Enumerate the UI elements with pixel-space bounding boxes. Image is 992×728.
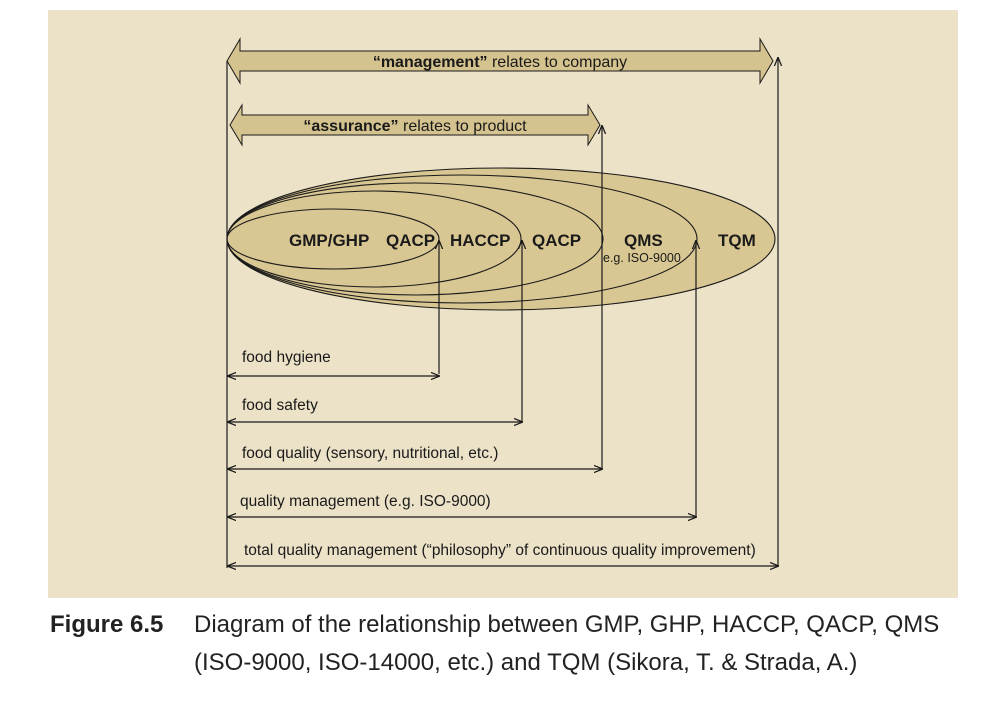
food-hygiene-label: food hygiene [242,349,331,366]
qms-label: QMS [624,231,663,250]
caption-label: Figure 6.5 [50,611,164,638]
caption-text: Diagram of the relationship between GMP,… [194,611,940,676]
food-safety-label: food safety [242,397,318,414]
assurance-band-label: “assurance” relates to product [303,118,527,135]
haccp-label: HACCP [450,231,510,250]
gmp-ghp-label: GMP/GHP [289,231,369,250]
qacp-inner-label: QACP [386,231,435,250]
assurance-band-arrow [229,103,601,147]
qacp-label: QACP [532,231,581,250]
diagram-panel: “management” relates to company “assuran… [48,10,958,598]
management-band-arrow [226,37,774,85]
total-quality-management-label: total quality management (“philosophy” o… [244,542,756,559]
food-quality-label: food quality (sensory, nutritional, etc.… [242,445,498,462]
tqm-label: TQM [718,231,756,250]
quality-management-label: quality management (e.g. ISO-9000) [240,493,491,510]
management-band-label: “management” relates to company [373,54,627,71]
qms-example-label: e.g. ISO-9000 [603,251,681,265]
diagram: “management” relates to company “assuran… [226,37,958,598]
